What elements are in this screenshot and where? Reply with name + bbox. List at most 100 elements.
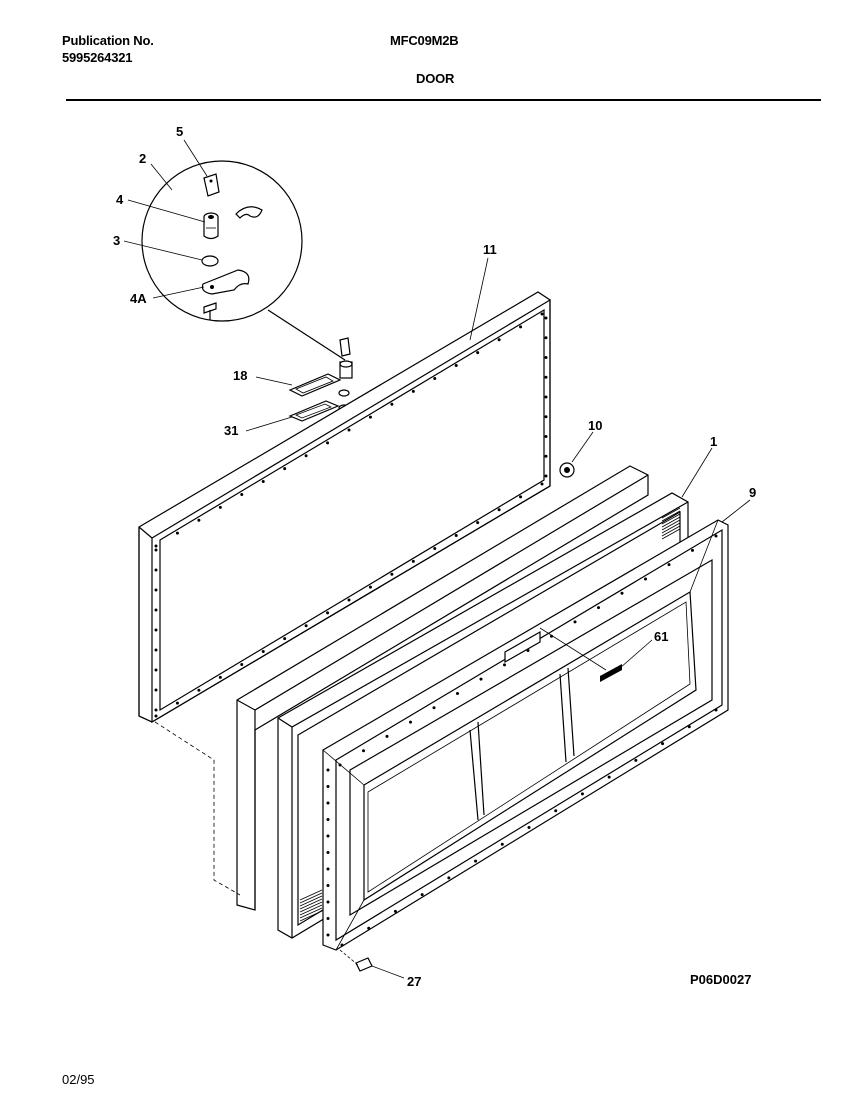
screw-hole: [526, 649, 530, 652]
screw-hole: [385, 734, 389, 738]
screw-hole: [409, 720, 412, 724]
callout-5: 5: [176, 124, 183, 139]
screw-hole: [420, 893, 424, 897]
screw-hole: [544, 336, 548, 340]
screw-hole: [362, 749, 365, 753]
screw-hole: [218, 675, 222, 679]
screw-hole: [240, 662, 244, 666]
screw-hole: [714, 708, 718, 712]
model-number: MFC09M2B: [390, 33, 459, 48]
screw-hole: [454, 364, 458, 368]
screw-hole: [326, 867, 330, 871]
screw-hole: [393, 909, 397, 913]
screw-hole: [544, 454, 548, 458]
leader-lines: [123, 139, 751, 979]
screw-hole: [175, 531, 179, 535]
screw-hole: [326, 884, 330, 887]
screw-hole: [154, 688, 158, 692]
screw-hole: [433, 546, 437, 550]
screw-hole: [347, 598, 351, 602]
screw-hole: [476, 521, 480, 525]
vent-slot: [661, 507, 681, 519]
screw-hole: [661, 742, 665, 746]
screw-hole: [503, 663, 506, 667]
screw-hole: [500, 842, 504, 846]
screw-hole: [261, 480, 265, 484]
screw-hole: [479, 677, 483, 681]
screw-hole: [597, 606, 600, 610]
screw-hole: [261, 650, 265, 654]
screw-hole: [540, 482, 544, 486]
screw-hole: [304, 624, 308, 628]
screw-hole: [283, 637, 287, 641]
gasket-frame: [138, 291, 551, 724]
screw-hole: [544, 395, 548, 399]
screw-hole: [497, 508, 501, 512]
callout-9: 9: [749, 485, 756, 500]
screw-hole: [573, 620, 577, 624]
screw-hole: [154, 708, 158, 712]
screw-hole: [326, 801, 330, 805]
vent-slot: [299, 907, 323, 919]
screw-hole: [326, 900, 330, 904]
callout-4: 4: [116, 192, 124, 207]
screw-hole: [154, 548, 158, 552]
screw-hole: [240, 492, 244, 496]
screw-hole: [474, 859, 478, 863]
screw-hole: [154, 714, 158, 718]
callout-3: 3: [113, 233, 120, 248]
publication-label: Publication No.: [62, 33, 154, 48]
vent-slot: [661, 519, 681, 531]
callout-1: 1: [710, 434, 717, 449]
callout-31: 31: [224, 423, 238, 438]
screw-hole: [390, 572, 394, 576]
screw-hole: [154, 568, 158, 572]
screw-hole: [197, 518, 201, 522]
screw-hole: [326, 611, 330, 615]
screw-hole: [154, 544, 158, 548]
callout-61: 61: [654, 629, 668, 644]
screw-hole: [175, 701, 179, 705]
screw-hole: [607, 775, 611, 779]
screw-hole: [687, 725, 691, 729]
vent-slot: [299, 901, 323, 913]
screw-hole: [154, 608, 158, 612]
screw-hole: [283, 467, 287, 471]
screw-hole: [432, 706, 436, 710]
screw-hole: [411, 389, 415, 393]
screw-hole: [456, 691, 459, 695]
screw-hole: [368, 585, 372, 589]
vent-slot: [661, 513, 681, 525]
vent-slot: [299, 898, 323, 910]
screw-hole: [544, 375, 548, 379]
screw-hole: [519, 325, 523, 329]
screw-hole: [154, 648, 158, 652]
callout-10: 10: [588, 418, 602, 433]
screw-hole: [497, 338, 501, 342]
screw-hole: [154, 628, 158, 632]
screw-hole: [447, 876, 451, 880]
section-title: DOOR: [416, 71, 455, 86]
screw-hole: [326, 917, 330, 920]
screw-hole: [580, 792, 584, 796]
screw-hole: [544, 474, 548, 478]
diagram-code: P06D0027: [690, 972, 752, 987]
vent-slot: [299, 895, 323, 907]
label-part: [600, 664, 622, 682]
vent-slot: [661, 510, 681, 522]
screw-hole: [326, 441, 330, 445]
screw-hole: [368, 415, 372, 419]
vent-slot: [661, 522, 681, 534]
screw-hole: [544, 356, 548, 359]
screw-hole: [544, 435, 548, 438]
screw-hole: [667, 563, 671, 567]
screw-hole: [620, 591, 624, 595]
callout-18: 18: [233, 368, 247, 383]
screw-hole: [326, 818, 330, 821]
screw-hole: [340, 943, 344, 947]
footer-date: 02/95: [62, 1072, 95, 1087]
screw-part: [339, 949, 373, 972]
callout-27: 27: [407, 974, 421, 989]
screw-hole: [540, 312, 544, 316]
